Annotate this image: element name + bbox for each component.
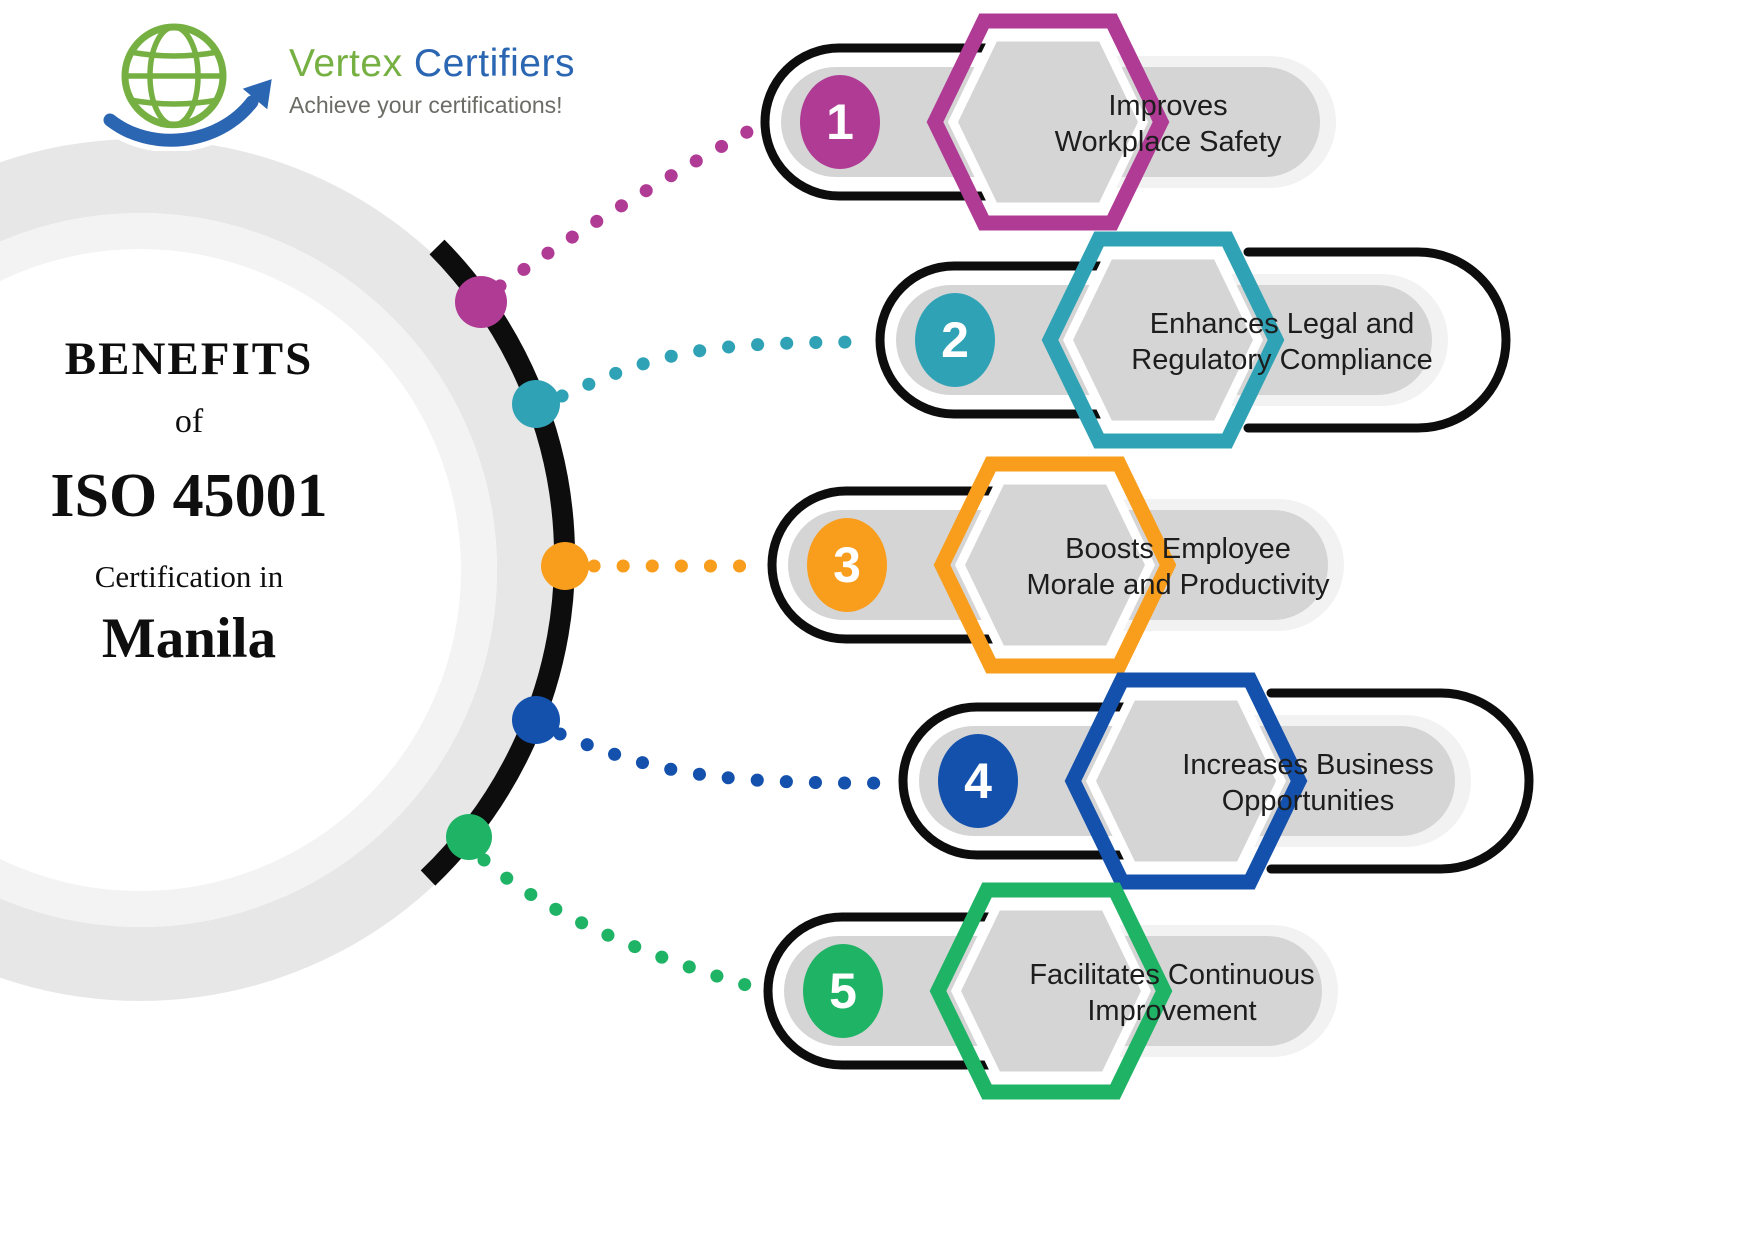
title-city: Manila <box>101 607 277 670</box>
benefit-label-line1: Boosts Employee <box>1065 533 1291 565</box>
number-label: 2 <box>941 312 969 368</box>
hexagon-inner <box>948 32 1148 212</box>
brand-first: Vertex <box>289 42 403 85</box>
arc-node-dot <box>512 696 560 744</box>
benefit-label-line1: Improves <box>1108 90 1227 122</box>
arc-node-dot <box>455 276 507 328</box>
title-of: of <box>174 403 204 440</box>
right-outline <box>1266 688 1534 874</box>
benefit-label-line2: Improvement <box>1087 995 1256 1027</box>
benefit-label-line2: Workplace Safety <box>1055 126 1282 158</box>
benefit-label-line1: Increases Business <box>1182 749 1433 781</box>
left-outline <box>760 43 995 201</box>
arc-node-dot <box>541 542 589 590</box>
logo: Vertex Certifiers Achieve your certifica… <box>92 16 575 151</box>
number-badge <box>938 734 1018 828</box>
number-label: 1 <box>826 94 854 150</box>
title-benefits: BENEFITS <box>64 333 314 385</box>
hexagon-outline <box>929 882 1173 1100</box>
hexagon-inner <box>955 475 1155 655</box>
left-outline <box>875 261 1110 419</box>
left-outline <box>763 912 998 1070</box>
number-badge <box>807 518 887 612</box>
left-outline <box>767 486 1002 644</box>
number-badge <box>803 944 883 1038</box>
title-ring <box>0 139 571 1001</box>
left-outline <box>898 702 1133 860</box>
number-label: 3 <box>833 537 861 593</box>
title-block: BENEFITS of ISO 45001 Certification in M… <box>0 333 378 670</box>
hexagon-inner <box>1086 691 1286 871</box>
connector-dotted-line <box>493 119 765 293</box>
hexagon-outline <box>926 13 1170 231</box>
benefit-label-line2: Regulatory Compliance <box>1131 344 1432 376</box>
brand-tagline: Achieve your certifications! <box>289 92 563 118</box>
title-standard: ISO 45001 <box>50 462 328 530</box>
benefit-label-line1: Facilitates Continuous <box>1029 959 1314 991</box>
number-label: 5 <box>829 963 857 1019</box>
brand-second: Certifiers <box>413 42 575 85</box>
ring-outer-band <box>0 139 571 1001</box>
brand-name: Vertex Certifiers <box>289 44 575 83</box>
hexagon-outline <box>933 456 1177 674</box>
hexagon-outline <box>1064 672 1308 890</box>
number-badge <box>800 75 880 169</box>
hexagon-inner <box>1063 250 1263 430</box>
title-certification-in: Certification in <box>94 559 284 594</box>
right-outline <box>1243 247 1511 433</box>
connector-dotted-line <box>555 335 879 403</box>
connector-dotted-line <box>553 727 902 790</box>
ring-inner-band <box>0 213 497 927</box>
globe-arrow-icon <box>102 23 272 151</box>
hexagon-inner <box>951 901 1151 1081</box>
number-badge <box>915 293 995 387</box>
benefit-label-line2: Opportunities <box>1222 785 1395 817</box>
hexagon-outline <box>1041 231 1285 449</box>
number-label: 4 <box>964 753 992 809</box>
benefit-label-line2: Morale and Productivity <box>1026 569 1330 601</box>
benefit-label-line1: Enhances Legal and <box>1150 308 1414 340</box>
connector-dotted-line <box>477 853 767 996</box>
arc-node-dot <box>512 380 560 428</box>
arc-node-dot <box>446 814 492 860</box>
